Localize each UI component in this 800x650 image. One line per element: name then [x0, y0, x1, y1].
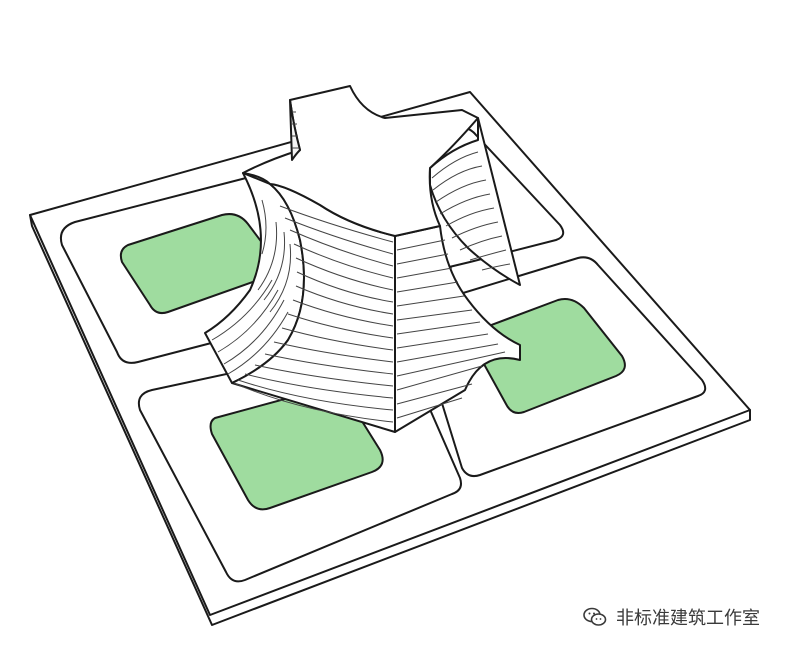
tower-face-back-right: [429, 117, 521, 286]
wechat-icon: [583, 607, 607, 626]
tower-face-center-hatch: [233, 205, 394, 423]
tower-face-back-left-hatch: [292, 111, 299, 149]
tower-face-back-left: [289, 99, 301, 161]
watermark-text: 非标准建筑工作室: [616, 608, 760, 629]
tower-top: [242, 85, 479, 237]
tower-face-left-hatch: [211, 199, 292, 375]
tower-face-right: [394, 225, 521, 433]
cross-tower: [204, 85, 521, 433]
tower-face-back-right-hatch: [431, 151, 511, 271]
tower-face-right-hatch: [396, 239, 506, 419]
watermark: 非标准建筑工作室: [582, 604, 760, 630]
base-slab-edge: [29, 214, 751, 626]
